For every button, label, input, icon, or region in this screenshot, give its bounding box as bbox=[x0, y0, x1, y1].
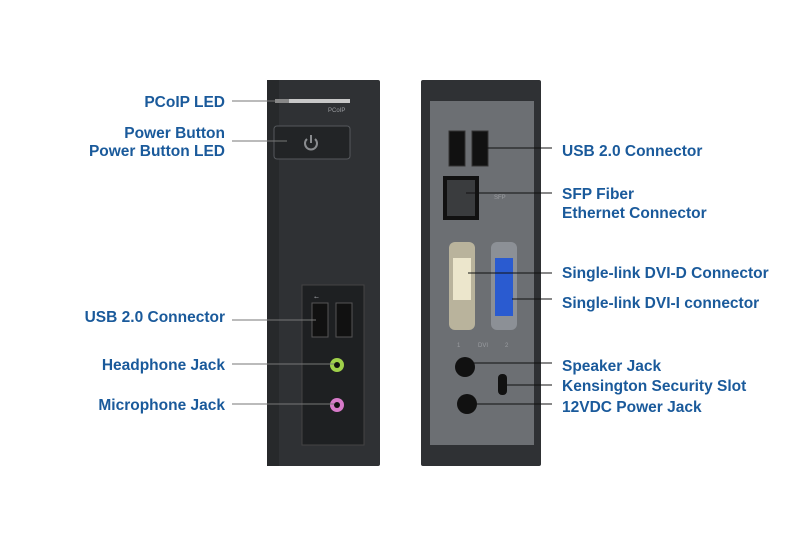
label-headphone-jack: Headphone Jack bbox=[102, 357, 226, 374]
back-usb-port-1 bbox=[448, 130, 466, 167]
power-icon bbox=[304, 135, 318, 151]
label-back-usb: USB 2.0 Connector bbox=[562, 143, 702, 160]
front-panel: PCoIP ⭠ bbox=[267, 80, 380, 466]
kensington-slot bbox=[498, 374, 507, 395]
label-sfp-2: Ethernet Connector bbox=[562, 205, 707, 222]
dvi-2-text: 2 bbox=[505, 343, 509, 349]
label-dvi-i: Single-link DVI-I connector bbox=[562, 295, 759, 312]
label-kensington-slot: Kensington Security Slot bbox=[562, 378, 746, 395]
label-dvi-d: Single-link DVI-D Connector bbox=[562, 265, 769, 282]
front-usb-port-2 bbox=[335, 302, 353, 338]
sfp-text: SFP bbox=[494, 195, 506, 201]
front-leader-lines bbox=[232, 100, 334, 405]
power-jack bbox=[457, 394, 477, 414]
dvi-1-text: 1 bbox=[457, 343, 461, 349]
label-power-button-led: Power Button LED bbox=[89, 143, 225, 160]
usb-symbol-icon: ⭠ bbox=[314, 295, 319, 301]
label-sfp-1: SFP Fiber bbox=[562, 186, 634, 203]
label-power-jack: 12VDC Power Jack bbox=[562, 399, 702, 416]
pcoip-led bbox=[275, 99, 350, 103]
label-front-usb: USB 2.0 Connector bbox=[85, 309, 225, 326]
label-speaker-jack: Speaker Jack bbox=[562, 358, 661, 375]
speaker-jack bbox=[455, 357, 475, 377]
label-microphone-jack: Microphone Jack bbox=[98, 397, 225, 414]
label-power-button: Power Button bbox=[124, 125, 225, 142]
pcoip-logo-text: PCoIP bbox=[328, 108, 345, 114]
dvi-text: DVI bbox=[478, 343, 488, 349]
back-leader-lines bbox=[466, 147, 552, 405]
label-pcoip-led: PCoIP LED bbox=[144, 94, 225, 111]
